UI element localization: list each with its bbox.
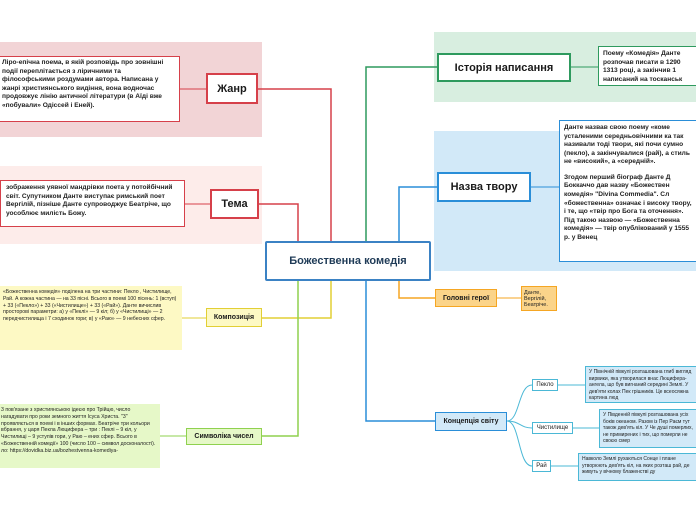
link-theme: [259, 203, 299, 241]
concept-purgatory-node[interactable]: Чистилище: [532, 422, 573, 434]
central-topic[interactable]: Божественна комедія: [265, 241, 431, 281]
history-text: Поему «Комедія» Данте розпочав писати в …: [598, 46, 696, 86]
composition-text: «Божественна комедія» поділена на три ча…: [0, 286, 182, 350]
composition-node[interactable]: Композиція: [206, 308, 262, 327]
concept-hell-node[interactable]: Пекло: [532, 379, 558, 391]
genre-node[interactable]: Жанр: [206, 73, 258, 104]
concept-node[interactable]: Концепція світу: [435, 412, 507, 431]
theme-node[interactable]: Тема: [210, 189, 259, 219]
link-purgatory: [506, 420, 533, 429]
symbolism-node[interactable]: Символіка чисел: [186, 428, 262, 445]
symbolism-text: 3 пов'язане з християнською ідеєю про Тр…: [0, 404, 160, 468]
history-node[interactable]: Історія написання: [437, 53, 571, 82]
link-history: [365, 66, 437, 241]
link-name: [398, 186, 437, 241]
heroes-node[interactable]: Головні герої: [435, 289, 497, 307]
theme-text: зображення уявної мандрівки поета у пото…: [0, 180, 185, 227]
name-text-paragraph-2: Згодом перший біограф Данте Д Боккаччо д…: [564, 173, 692, 241]
concept-paradise-text: Навколо Землі рухаються Сонце і плане ут…: [578, 453, 696, 481]
link-paradise: [506, 420, 533, 467]
name-text-paragraph-1: Данте назвав свою поему «коме усталеними…: [564, 124, 690, 166]
link-symbolism: [262, 281, 299, 437]
name-text: Данте назвав свою поему «коме усталеними…: [559, 120, 696, 262]
link-heroes: [398, 281, 435, 299]
link-genre: [258, 88, 332, 241]
link-concept: [365, 281, 435, 422]
link-composition: [262, 281, 332, 319]
link-hell: [506, 384, 533, 422]
concept-hell-text: У Північній півкулі розташована глиб виг…: [585, 366, 696, 403]
heroes-text: Данте, Вергілій, Беатріче.: [521, 286, 557, 311]
concept-paradise-node[interactable]: Рай: [532, 460, 551, 472]
concept-purgatory-text: У Південній півкулі розташована усіх бок…: [599, 409, 696, 448]
name-node[interactable]: Назва твору: [437, 172, 531, 202]
genre-text: Ліро-епічна поема, в якій розповідь про …: [0, 56, 180, 122]
